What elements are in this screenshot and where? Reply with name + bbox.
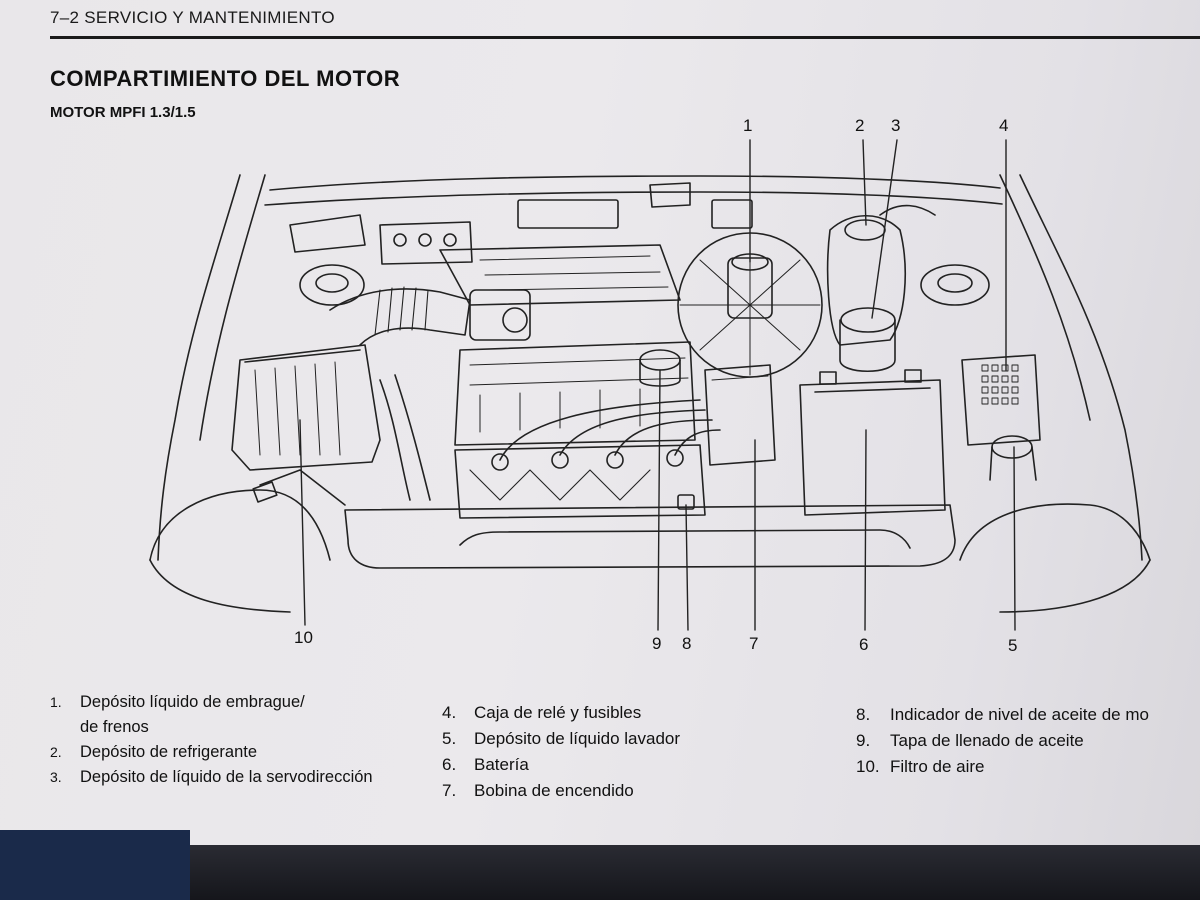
callout-7: 7 [749,634,759,653]
desk-background [0,845,1200,900]
legend-item: 4.Caja de relé y fusibles [442,703,642,722]
legend-item: 2.Depósito de refrigerante [50,743,258,761]
legend-item: 3.Depósito de líquido de la servodirecci… [50,768,373,786]
callout-9: 9 [652,634,662,653]
running-head: 7–2 SERVICIO Y MANTENIMIENTO [50,8,335,27]
legend-item: 9.Tapa de llenado de aceite [856,731,1084,750]
callout-10: 10 [294,628,313,647]
legend-item: 1.Depósito líquido de embrague/ [50,693,305,711]
legend-item: 6.Batería [442,755,529,774]
callout-1: 1 [743,116,753,135]
callout-8: 8 [682,634,692,653]
callout-3: 3 [891,116,901,135]
section-subtitle: MOTOR MPFI 1.3/1.5 [50,104,196,121]
desk-background-left [0,830,190,900]
legend-item: 8.Indicador de nivel de aceite de mo [856,705,1149,724]
callout-4: 4 [999,116,1009,135]
legend-column-1: 1.Depósito líquido de embrague/ de freno… [50,690,373,790]
legend-item-continuation: de frenos [80,718,149,736]
callout-5: 5 [1008,636,1018,655]
callout-2: 2 [855,116,865,135]
legend-column-2: 4.Caja de relé y fusibles 5.Depósito de … [442,700,680,804]
legend-item: 10.Filtro de aire [856,757,985,776]
legend-item: 7.Bobina de encendido [442,781,634,800]
header-rule [50,36,1200,39]
section-title: COMPARTIMIENTO DEL MOTOR [50,66,401,91]
manual-page: 7–2 SERVICIO Y MANTENIMIENTO COMPARTIMIE… [0,0,1200,860]
engine-compartment-diagram [0,0,1200,700]
callout-6: 6 [859,635,869,654]
legend-item: 5.Depósito de líquido lavador [442,729,681,748]
legend-column-3: 8.Indicador de nivel de aceite de mo 9.T… [856,702,1200,780]
